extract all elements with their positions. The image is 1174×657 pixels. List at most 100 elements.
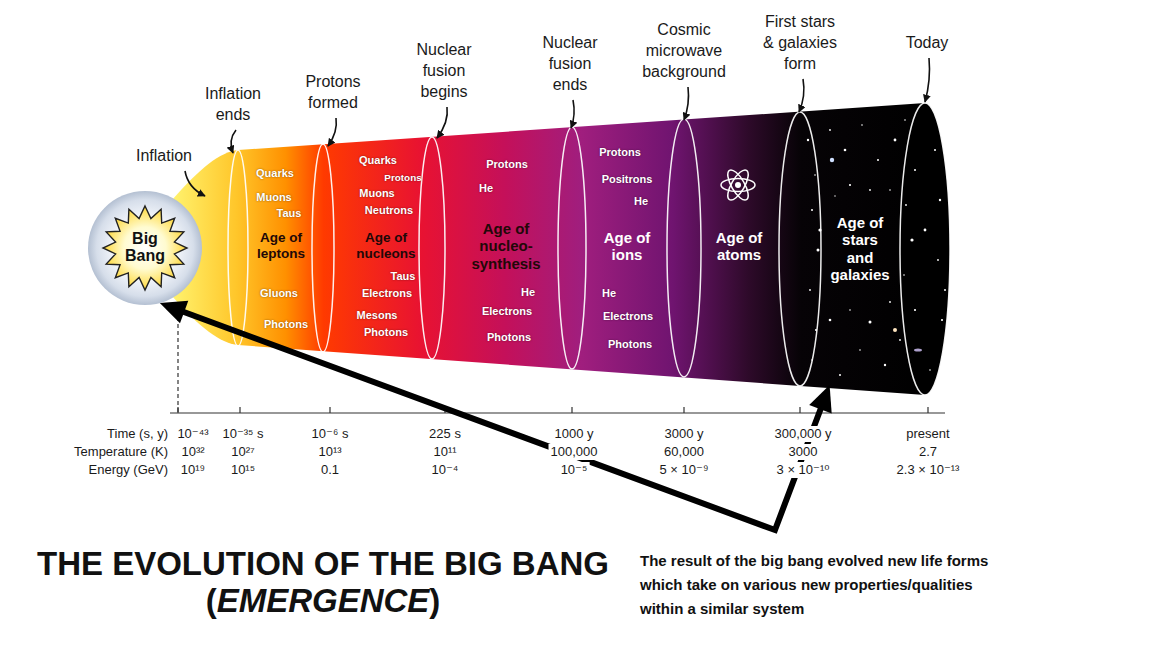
particle-name: Photons	[608, 338, 652, 351]
particle-name: He	[602, 287, 616, 300]
starfield-part	[914, 169, 916, 171]
starfield-part	[889, 189, 891, 191]
burst-label: Big Bang	[123, 231, 167, 265]
particle-name: He	[521, 286, 535, 299]
era-dividers-part	[667, 119, 701, 377]
axis-value: 225 s	[427, 426, 463, 442]
starfield-part	[834, 195, 835, 196]
particle-name: Electrons	[482, 305, 532, 318]
time-axis-part	[178, 407, 928, 413]
axis-value: 100,000	[549, 444, 600, 460]
starfield-part	[944, 289, 946, 291]
starfield-part	[877, 159, 879, 161]
starfield-part	[849, 184, 851, 186]
axis-value: 5 × 10⁻⁹	[658, 462, 711, 478]
axis-value: 2.3 × 10⁻¹³	[895, 462, 962, 478]
axis-value: 3000 y	[662, 426, 705, 442]
arrow-head	[160, 301, 189, 324]
particle-name: Photons	[487, 331, 531, 344]
axis-value: 10¹⁵	[229, 462, 257, 478]
era-dividers-part	[419, 137, 445, 359]
annotation-note: The result of the big bang evolved new l…	[640, 549, 1000, 621]
axis-value: 10⁻³⁵ s	[220, 426, 265, 442]
axis-value: 10¹⁹	[179, 462, 207, 478]
era-marker: Today	[906, 33, 949, 54]
time-axis	[170, 310, 945, 413]
particle-name: Positrons	[602, 173, 653, 186]
starfield-part	[849, 309, 851, 311]
leader-arrows-part	[185, 171, 205, 196]
era-name: Age of nucleons	[346, 230, 426, 261]
era-marker: First stars & galaxies form	[759, 12, 841, 74]
starfield	[807, 119, 946, 376]
axis-value: 10⁻⁵	[559, 462, 590, 478]
starfield-part	[829, 319, 832, 322]
axis-value: 3 × 10⁻¹⁰	[775, 462, 832, 478]
starburst	[103, 206, 187, 290]
starfield-part	[937, 259, 939, 261]
era-band: QuarksProtonsMuonsNeutronsAge of nucleon…	[335, 146, 420, 354]
today-cap	[900, 103, 950, 395]
leader-arrows-part	[684, 87, 689, 120]
starfield-part	[929, 369, 931, 371]
era-band: QuarksMuonsTausAge of leptonsGluonsPhoto…	[249, 152, 311, 344]
starfield-part	[809, 289, 811, 291]
starfield-part	[934, 149, 936, 151]
axis-value: 60,000	[662, 444, 706, 460]
starfield-part	[910, 238, 913, 241]
starfield-part	[899, 339, 901, 341]
era-band: ProtonsHeAge of nucleo-synthesisHeElectr…	[446, 140, 558, 358]
particle-name: He	[479, 182, 493, 195]
era-name: Age of atoms	[704, 229, 774, 264]
axis-value: 0.1	[319, 462, 341, 478]
particle-name: Muons	[359, 187, 394, 200]
axis-value: 10⁻⁴	[430, 462, 461, 478]
particle-name: Muons	[256, 191, 291, 204]
connector-line	[179, 310, 823, 530]
starfield-part	[869, 321, 872, 324]
atom-icon-part	[735, 182, 741, 188]
starfield-part	[904, 119, 906, 121]
starfield-part	[884, 364, 886, 366]
starfield-part	[893, 328, 897, 332]
era-dividers-part	[900, 103, 950, 395]
starfield-part	[807, 139, 809, 141]
era-name: Age of ions	[592, 229, 662, 264]
axis-value: 2.7	[917, 444, 939, 460]
axis-value: 10⁻⁶ s	[310, 426, 351, 442]
particle-name: Taus	[277, 207, 302, 220]
atom-icon-part	[724, 167, 752, 203]
starfield-part	[869, 189, 871, 191]
row-header: Temperature (K)	[74, 444, 168, 460]
era-name: Age of stars and galaxies	[829, 214, 891, 283]
starfield-part	[914, 309, 916, 311]
era-marker: Nuclear fusion begins	[408, 40, 480, 102]
atom-icon	[721, 167, 755, 203]
axis-value: present	[904, 426, 951, 442]
leader-arrows-part	[571, 100, 574, 128]
big-bang-burst: Big Bang	[87, 190, 203, 306]
axis-value: 10²⁷	[229, 444, 257, 460]
particle-name: Protons	[486, 158, 528, 171]
particle-name: Gluons	[260, 287, 298, 300]
starfield-part	[894, 139, 897, 142]
starfield-part	[844, 149, 847, 152]
era-marker: Protons formed	[293, 72, 373, 114]
starfield-part	[859, 349, 861, 351]
particle-name: Neutrons	[365, 204, 413, 217]
era-dividers-part	[779, 112, 821, 386]
particle-name: Electrons	[603, 310, 653, 323]
starfield-part	[941, 319, 943, 321]
starfield-part	[817, 249, 820, 252]
leader-arrows-part	[231, 130, 236, 153]
era-band: ProtonsPositronsHeAge of ionsHeElectrons…	[586, 130, 667, 366]
axis-value: 3000	[787, 444, 820, 460]
era-dividers-part	[312, 144, 334, 352]
particle-name: He	[634, 195, 648, 208]
starfield-part	[830, 158, 834, 162]
leader-arrows-part	[328, 118, 336, 146]
arrow-head	[809, 385, 832, 414]
starfield-part	[811, 209, 813, 211]
particle-name: Quarks	[359, 154, 397, 167]
